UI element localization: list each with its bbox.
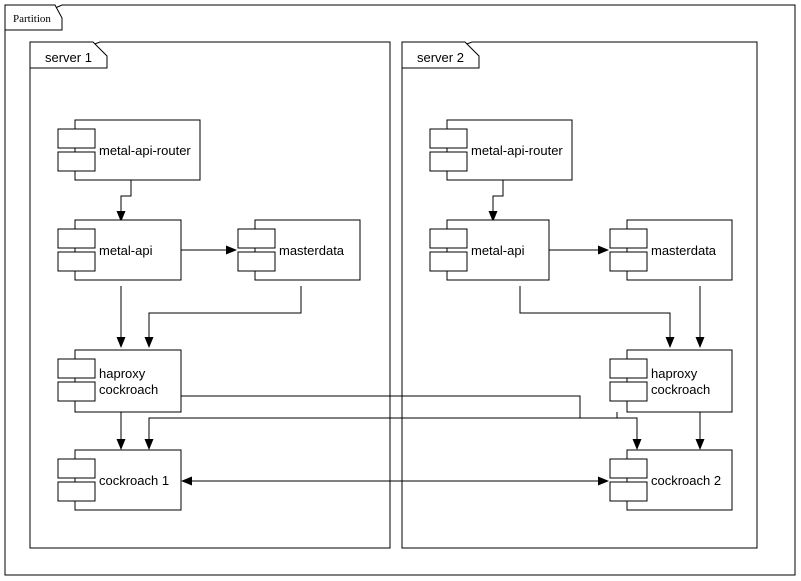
component-icon-tab-upper xyxy=(609,458,648,479)
connection-masterdata1-to-haproxy1 xyxy=(144,286,302,348)
component-metal-api-1-label: metal-api xyxy=(99,243,153,258)
component-metal-api-router-2-label: metal-api-router xyxy=(471,143,563,158)
frame-server-2-tab xyxy=(401,41,480,69)
component-icon-tab-lower xyxy=(429,151,468,172)
component-icon-tab-upper xyxy=(609,228,648,249)
component-icon-tab-lower xyxy=(237,251,276,272)
component-haproxy-cockroach-2-label-line2: cockroach xyxy=(651,382,710,397)
frame-server-1-tab xyxy=(29,41,108,69)
connection-haproxy2-to-cockroach1 xyxy=(144,412,618,450)
frame-server-1-label: server 1 xyxy=(45,50,92,65)
connection-router1-to-metalapi1 xyxy=(116,180,132,222)
connection-haproxy2-to-cockroach2 xyxy=(695,412,705,450)
component-icon-tab-upper xyxy=(57,358,96,379)
component-metal-api-router-1[interactable]: metal-api-router xyxy=(57,119,201,181)
component-metal-api-router-2[interactable]: metal-api-router xyxy=(429,119,573,181)
component-cockroach-2[interactable]: cockroach 2 xyxy=(609,449,733,511)
partition-label-tab xyxy=(4,4,63,31)
component-haproxy-cockroach-1-label-line2: cockroach xyxy=(99,382,158,397)
component-masterdata-1[interactable]: masterdata xyxy=(237,219,361,281)
component-metal-api-2[interactable]: metal-api xyxy=(429,219,550,281)
component-icon-tab-upper xyxy=(429,128,468,149)
component-cockroach-2-label: cockroach 2 xyxy=(651,473,721,488)
component-icon-tab-upper xyxy=(57,228,96,249)
connection-metalapi1-to-haproxy1 xyxy=(116,286,126,348)
component-haproxy-cockroach-1[interactable]: haproxy cockroach xyxy=(57,349,182,413)
partition-frame: Partition xyxy=(4,4,796,576)
component-icon-tab-lower xyxy=(57,251,96,272)
connection-haproxy1-to-cockroach1 xyxy=(116,412,126,450)
component-metal-api-1[interactable]: metal-api xyxy=(57,219,182,281)
connection-metalapi1-to-masterdata1 xyxy=(181,245,237,255)
component-metal-api-2-label: metal-api xyxy=(471,243,525,258)
component-icon-tab-upper xyxy=(429,228,468,249)
component-cockroach-1-label: cockroach 1 xyxy=(99,473,169,488)
component-icon-tab-upper xyxy=(57,458,96,479)
component-icon-tab-lower xyxy=(609,481,648,502)
component-icon-tab-upper xyxy=(609,358,648,379)
component-metal-api-router-1-label: metal-api-router xyxy=(99,143,191,158)
component-metal-api-router-1-box xyxy=(74,119,201,181)
component-icon-tab-lower xyxy=(57,381,96,402)
component-haproxy-cockroach-2[interactable]: haproxy cockroach xyxy=(609,349,733,413)
component-haproxy-cockroach-1-label-line1: haproxy xyxy=(99,366,146,381)
connection-metalapi2-to-haproxy2 xyxy=(519,286,675,348)
frame-server-1: server 1 xyxy=(29,41,391,549)
component-masterdata-2-label: masterdata xyxy=(651,243,717,258)
connection-masterdata2-to-haproxy2 xyxy=(695,286,705,348)
connection-router2-to-metalapi2 xyxy=(488,180,504,222)
component-icon-tab-upper xyxy=(237,228,276,249)
component-icon-tab-lower xyxy=(57,481,96,502)
component-icon-tab-lower xyxy=(57,151,96,172)
component-icon-tab-lower xyxy=(609,251,648,272)
connection-cockroach1-to-cockroach2 xyxy=(181,476,609,486)
component-masterdata-1-label: masterdata xyxy=(279,243,345,258)
component-icon-tab-lower xyxy=(609,381,648,402)
partition-label: Partition xyxy=(13,13,51,25)
connection-haproxy1-to-cockroach2 xyxy=(181,395,642,450)
component-icon-tab-upper xyxy=(57,128,96,149)
frame-server-2: server 2 xyxy=(401,41,758,549)
component-icon-tab-lower xyxy=(429,251,468,272)
component-masterdata-2[interactable]: masterdata xyxy=(609,219,733,281)
component-cockroach-1[interactable]: cockroach 1 xyxy=(57,449,182,511)
component-haproxy-cockroach-2-label-line1: haproxy xyxy=(651,366,698,381)
connection-metalapi2-to-masterdata2 xyxy=(549,245,609,255)
component-metal-api-router-2-box xyxy=(446,119,573,181)
frame-server-2-label: server 2 xyxy=(417,50,464,65)
